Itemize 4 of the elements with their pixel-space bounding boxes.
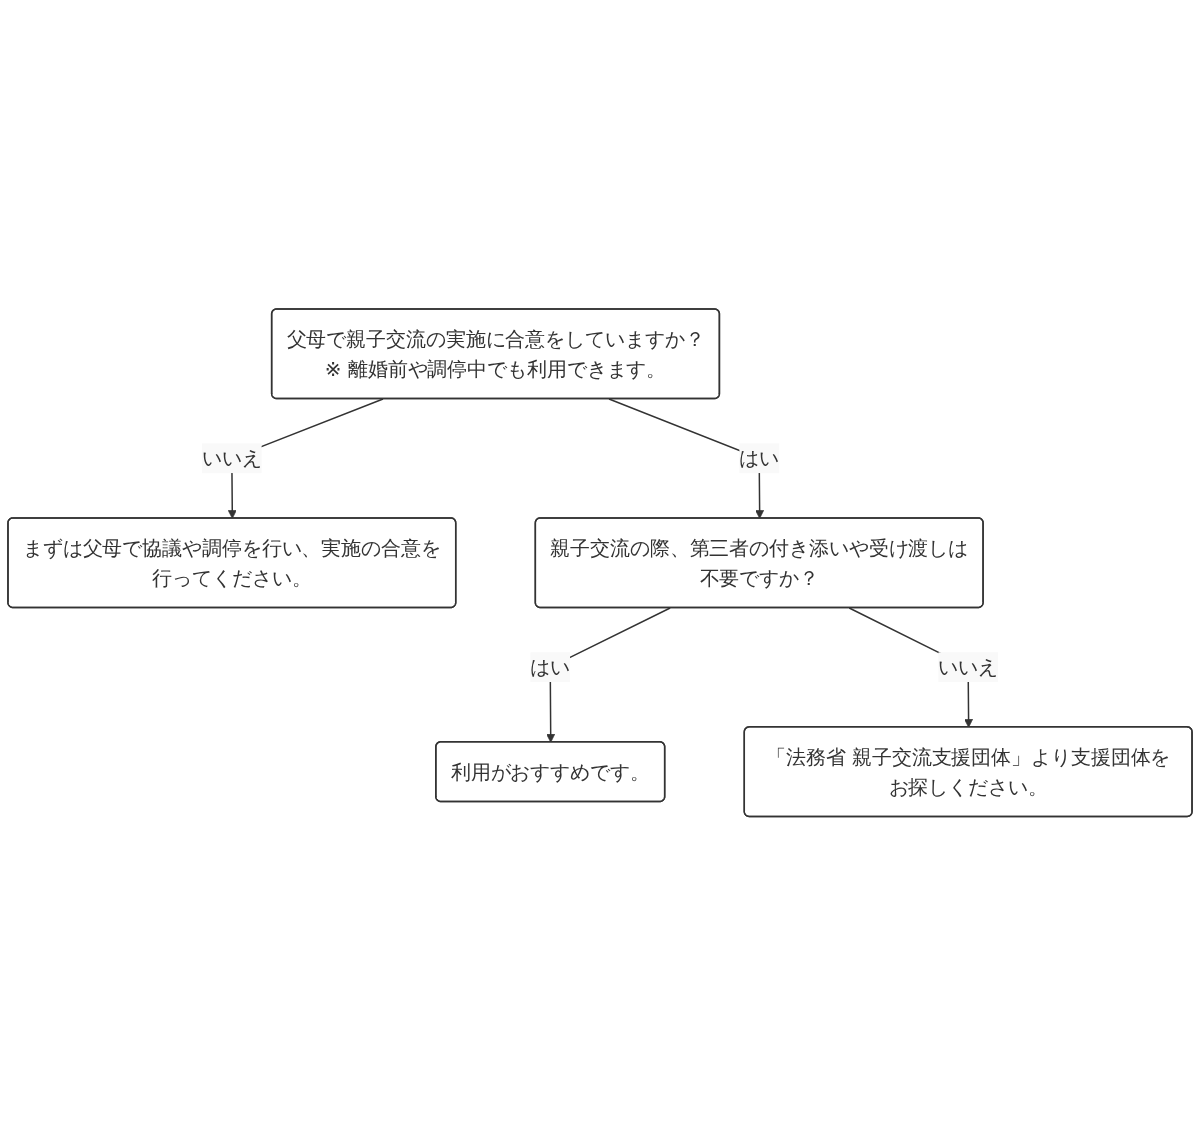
edge-label: はい (739, 446, 780, 470)
edge-label: はい (530, 655, 571, 679)
edge-label: いいえ (938, 655, 998, 679)
edge-label: いいえ (202, 446, 262, 470)
